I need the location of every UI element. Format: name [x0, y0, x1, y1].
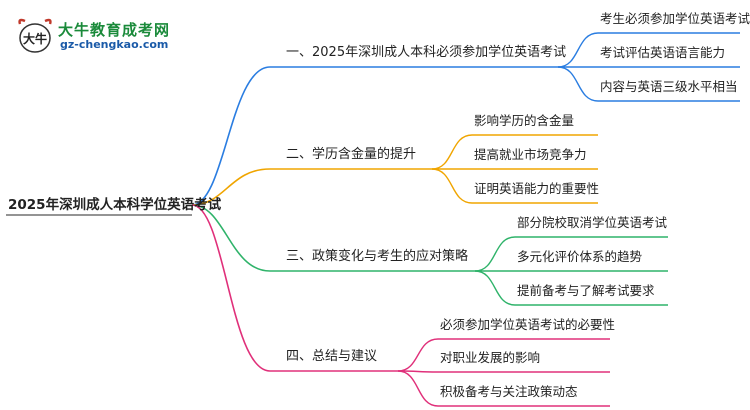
branch-2-leaf-1-connector — [431, 134, 473, 170]
branch-1-leaf-3-connector — [557, 66, 599, 102]
branch-1-connector — [191, 66, 271, 206]
branch-4-leaf-3: 积极备考与关注政策动态 — [440, 384, 578, 399]
branch-2-leaf-3-connector — [431, 168, 473, 204]
branch-3-connector — [191, 204, 271, 272]
bull-logo-icon: 大牛 — [18, 18, 52, 53]
branch-3-leaf-3-connector — [474, 270, 516, 306]
branch-1-leaf-3: 内容与英语三级水平相当 — [600, 79, 738, 94]
branch-2-leaf-1: 影响学历的含金量 — [474, 113, 575, 128]
branch-2-label: 二、学历含金量的提升 — [286, 147, 417, 162]
branch-4-leaf-2: 对职业发展的影响 — [440, 350, 541, 365]
branch-1-leaf-1-connector — [557, 32, 599, 68]
branch-4-connector — [191, 204, 271, 372]
root-topic: 2025年深圳成人本科学位英语考试 — [8, 197, 222, 213]
site-logo: 大牛 大牛教育成考网 gz-chengkao.com — [16, 16, 256, 56]
branch-3-leaf-3: 提前备考与了解考试要求 — [517, 283, 655, 298]
branch-2-leaf-2: 提高就业市场竞争力 — [474, 147, 587, 162]
branch-3-leaf-2: 多元化评价体系的趋势 — [517, 249, 643, 264]
branch-2-connector — [191, 168, 271, 206]
branch-1-label: 一、2025年深圳成人本科必须参加学位英语考试 — [286, 45, 567, 60]
branch-1-leaf-2: 考试评估英语语言能力 — [600, 45, 726, 60]
logo-url: gz-chengkao.com — [60, 38, 169, 51]
branch-4-leaf-1: 必须参加学位英语考试的必要性 — [440, 317, 616, 332]
branch-2-leaf-3: 证明英语能力的重要性 — [474, 181, 600, 196]
branch-1-leaf-1: 考生必须参加学位英语考试 — [600, 11, 750, 26]
logo-name: 大牛教育成考网 — [58, 21, 171, 39]
branch-3-leaf-1-connector — [474, 236, 516, 272]
logo-mark-text: 大牛 — [23, 31, 47, 46]
branch-3-label: 三、政策变化与考生的应对策略 — [286, 249, 469, 264]
branch-3-leaf-1: 部分院校取消学位英语考试 — [517, 215, 668, 230]
branch-4-label: 四、总结与建议 — [286, 349, 378, 364]
branch-4-leaf-3-connector — [397, 370, 439, 407]
branch-4-leaf-1-connector — [397, 338, 439, 372]
